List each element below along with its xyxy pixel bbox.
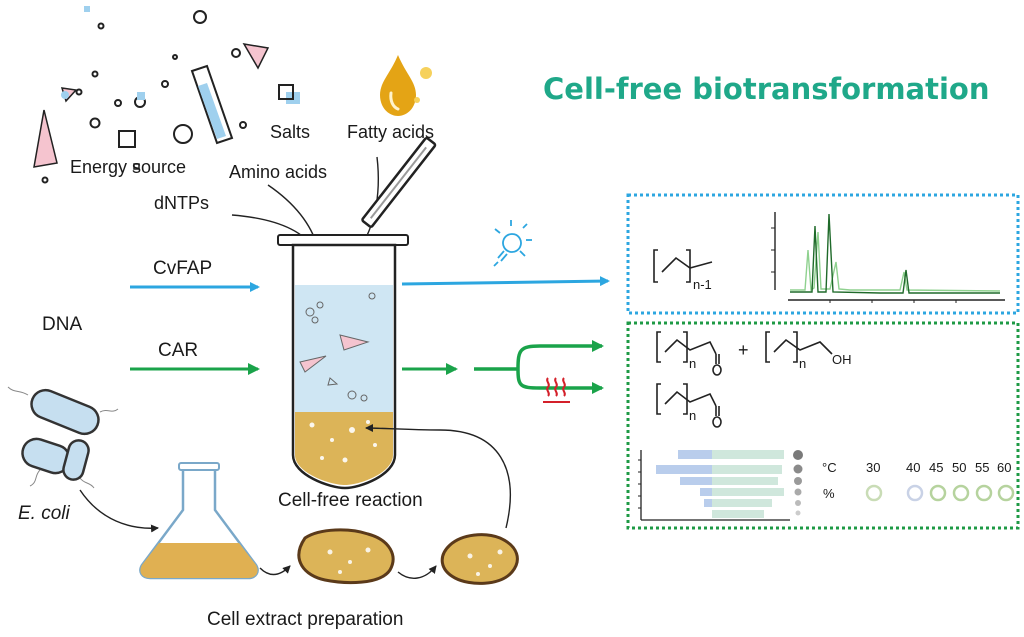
car-label: CAR (158, 340, 199, 361)
alkane-structure (653, 249, 713, 283)
temperature-30: 30 (866, 460, 881, 475)
energy-source-label: Energy source (70, 157, 187, 177)
percent-label: % (823, 486, 835, 501)
fatty-acid-droplet-icon (380, 55, 432, 116)
temperature-55: 55 (975, 460, 990, 475)
aldehyde2-subscript: n (689, 408, 697, 423)
e-coli-label: E. coli (18, 503, 70, 524)
aldehyde-structure (656, 331, 722, 376)
light-bulb-icon (493, 220, 532, 267)
cvfap-label: CvFAP (153, 258, 213, 279)
temperature-60: 60 (997, 460, 1012, 475)
green-split-arrows (474, 340, 604, 394)
culture-flask (139, 462, 259, 580)
salts-label: Salts (270, 122, 311, 142)
bacteria-cluster (7, 386, 119, 489)
cell-free-reaction-label: Cell-free reaction (278, 490, 423, 511)
extract-process-arrows (79, 424, 511, 579)
alcohol-oh-label: OH (832, 352, 852, 367)
aldehyde-subscript: n (689, 356, 697, 371)
cell-extract-blob-2 (440, 533, 519, 585)
floating-particles (41, 10, 247, 184)
temperature-50: 50 (952, 460, 967, 475)
temperature-40: 40 (906, 460, 921, 475)
tube-particles (305, 292, 376, 402)
reaction-tube (277, 234, 409, 490)
diagram-title: Cell-free biotransformation (543, 72, 990, 106)
blue-output-arrow (401, 276, 610, 287)
temperature-45: 45 (929, 460, 944, 475)
alcohol-structure (765, 331, 833, 363)
bar-mini-chart (638, 450, 803, 521)
pipette (361, 136, 437, 228)
amino-acids-label: Amino acids (229, 162, 328, 182)
plus-sign: + (738, 340, 749, 360)
alkane-product-box (626, 193, 1020, 315)
amino-acid-rod (190, 64, 234, 145)
temperature-unit: °C (822, 460, 837, 475)
cell-extract-blob-1 (297, 528, 395, 585)
energy-triangles (33, 42, 270, 168)
heat-icon (543, 377, 570, 403)
aldehyde-product-box (626, 321, 1020, 530)
alcohol-subscript: n (799, 356, 807, 371)
dna-label: DNA (42, 314, 83, 335)
alkane-subscript: n-1 (693, 277, 712, 292)
conversion-rings (865, 484, 1015, 502)
fatty-acids-label: Fatty acids (347, 122, 435, 142)
cell-extract-preparation-label: Cell extract preparation (207, 609, 404, 630)
aldehyde-structure-2 (656, 383, 722, 428)
gc-chromatogram (771, 212, 1005, 303)
salt-cubes (84, 6, 300, 170)
dntps-label: dNTPs (154, 193, 210, 213)
